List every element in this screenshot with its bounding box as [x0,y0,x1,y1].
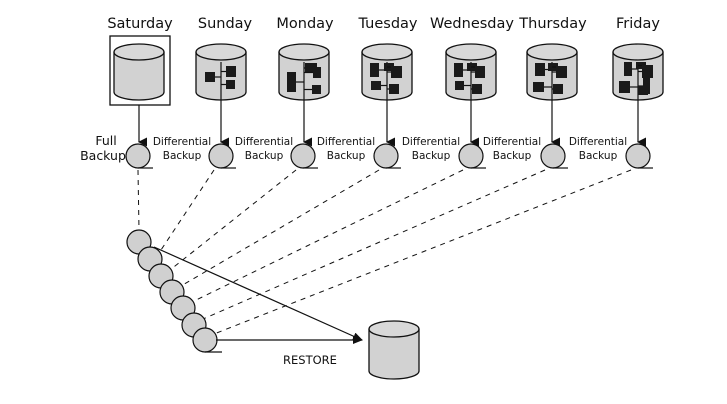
changed-data-block [287,72,296,92]
day-label-tuesday: Tuesday [358,16,418,32]
changed-data-block [556,66,567,78]
archive-path-monday [169,169,297,271]
archive-path-wednesday [191,169,464,303]
archive-path-tuesday [180,169,380,287]
diff-backup-label-tuesday-line1: Differential [317,136,375,148]
backup-tape-sunday [208,143,236,169]
diff-backup-label-wednesday-line2: Backup [412,150,451,162]
database-icon-saturday [113,43,165,101]
changed-data-block [553,84,563,94]
changed-data-block [391,66,402,78]
diff-backup-label-tuesday-line2: Backup [327,150,366,162]
full-backup-label-line1: Full [95,133,116,148]
diff-backup-label-monday-line2: Backup [245,150,284,162]
day-label-wednesday: Wednesday [430,16,514,32]
diff-backup-label-wednesday-line1: Differential [402,136,460,148]
changed-data-block [205,72,215,82]
saturday-highlight-frame [109,35,171,106]
changed-data-block [642,65,653,78]
changed-data-block [475,66,485,78]
archive-path-friday [213,169,632,335]
database-icon-tuesday [361,43,413,101]
day-label-thursday: Thursday [518,16,587,32]
changed-data-block [638,86,648,95]
changed-data-block [312,85,321,94]
day-label-friday: Friday [616,16,660,32]
diff-backup-label-thursday-line2: Backup [493,150,532,162]
stored-tape-friday [192,327,218,353]
diff-backup-label-sunday-line1: Differential [153,136,211,148]
changed-data-block [472,84,482,94]
day-label-sunday: Sunday [198,16,253,32]
restore-label: RESTORE [283,353,337,367]
database-icon-thursday [526,43,578,101]
changed-data-block [619,81,630,93]
backup-tape-wednesday [458,143,486,169]
backup-tape-monday [290,143,318,169]
day-label-monday: Monday [276,16,334,32]
backup-tape-thursday [540,143,568,169]
database-icon-sunday [195,43,247,101]
diff-backup-label-friday-line2: Backup [579,150,618,162]
restore-arrow-full [153,246,363,341]
diff-backup-label-sunday-line2: Backup [163,150,202,162]
day-label-saturday: Saturday [107,16,173,32]
backup-tape-tuesday [373,143,401,169]
database-icon-monday [278,43,330,101]
full-backup-label-line2: Backup [80,148,126,163]
restore-target-database-icon [368,320,420,380]
changed-data-block [305,63,317,73]
changed-data-block [535,63,545,76]
archive-path-thursday [202,169,546,320]
diff-backup-label-monday-line1: Differential [235,136,293,148]
changed-data-block [313,67,321,78]
changed-data-block [226,66,236,77]
changed-data-block [533,82,544,92]
archive-path-saturday [137,169,140,231]
changed-data-block [624,62,632,76]
changed-data-block [371,81,381,90]
diff-backup-label-thursday-line1: Differential [483,136,541,148]
archive-path-sunday [158,169,215,254]
changed-data-block [370,63,379,77]
changed-data-block [454,63,463,77]
database-icon-wednesday [445,43,497,101]
database-icon-friday [612,43,664,101]
changed-data-block [455,81,464,90]
changed-data-block [389,84,399,94]
backup-tape-friday [625,143,653,169]
changed-data-block [226,80,235,89]
diff-backup-label-friday-line1: Differential [569,136,627,148]
backup-tape-saturday [125,143,153,169]
